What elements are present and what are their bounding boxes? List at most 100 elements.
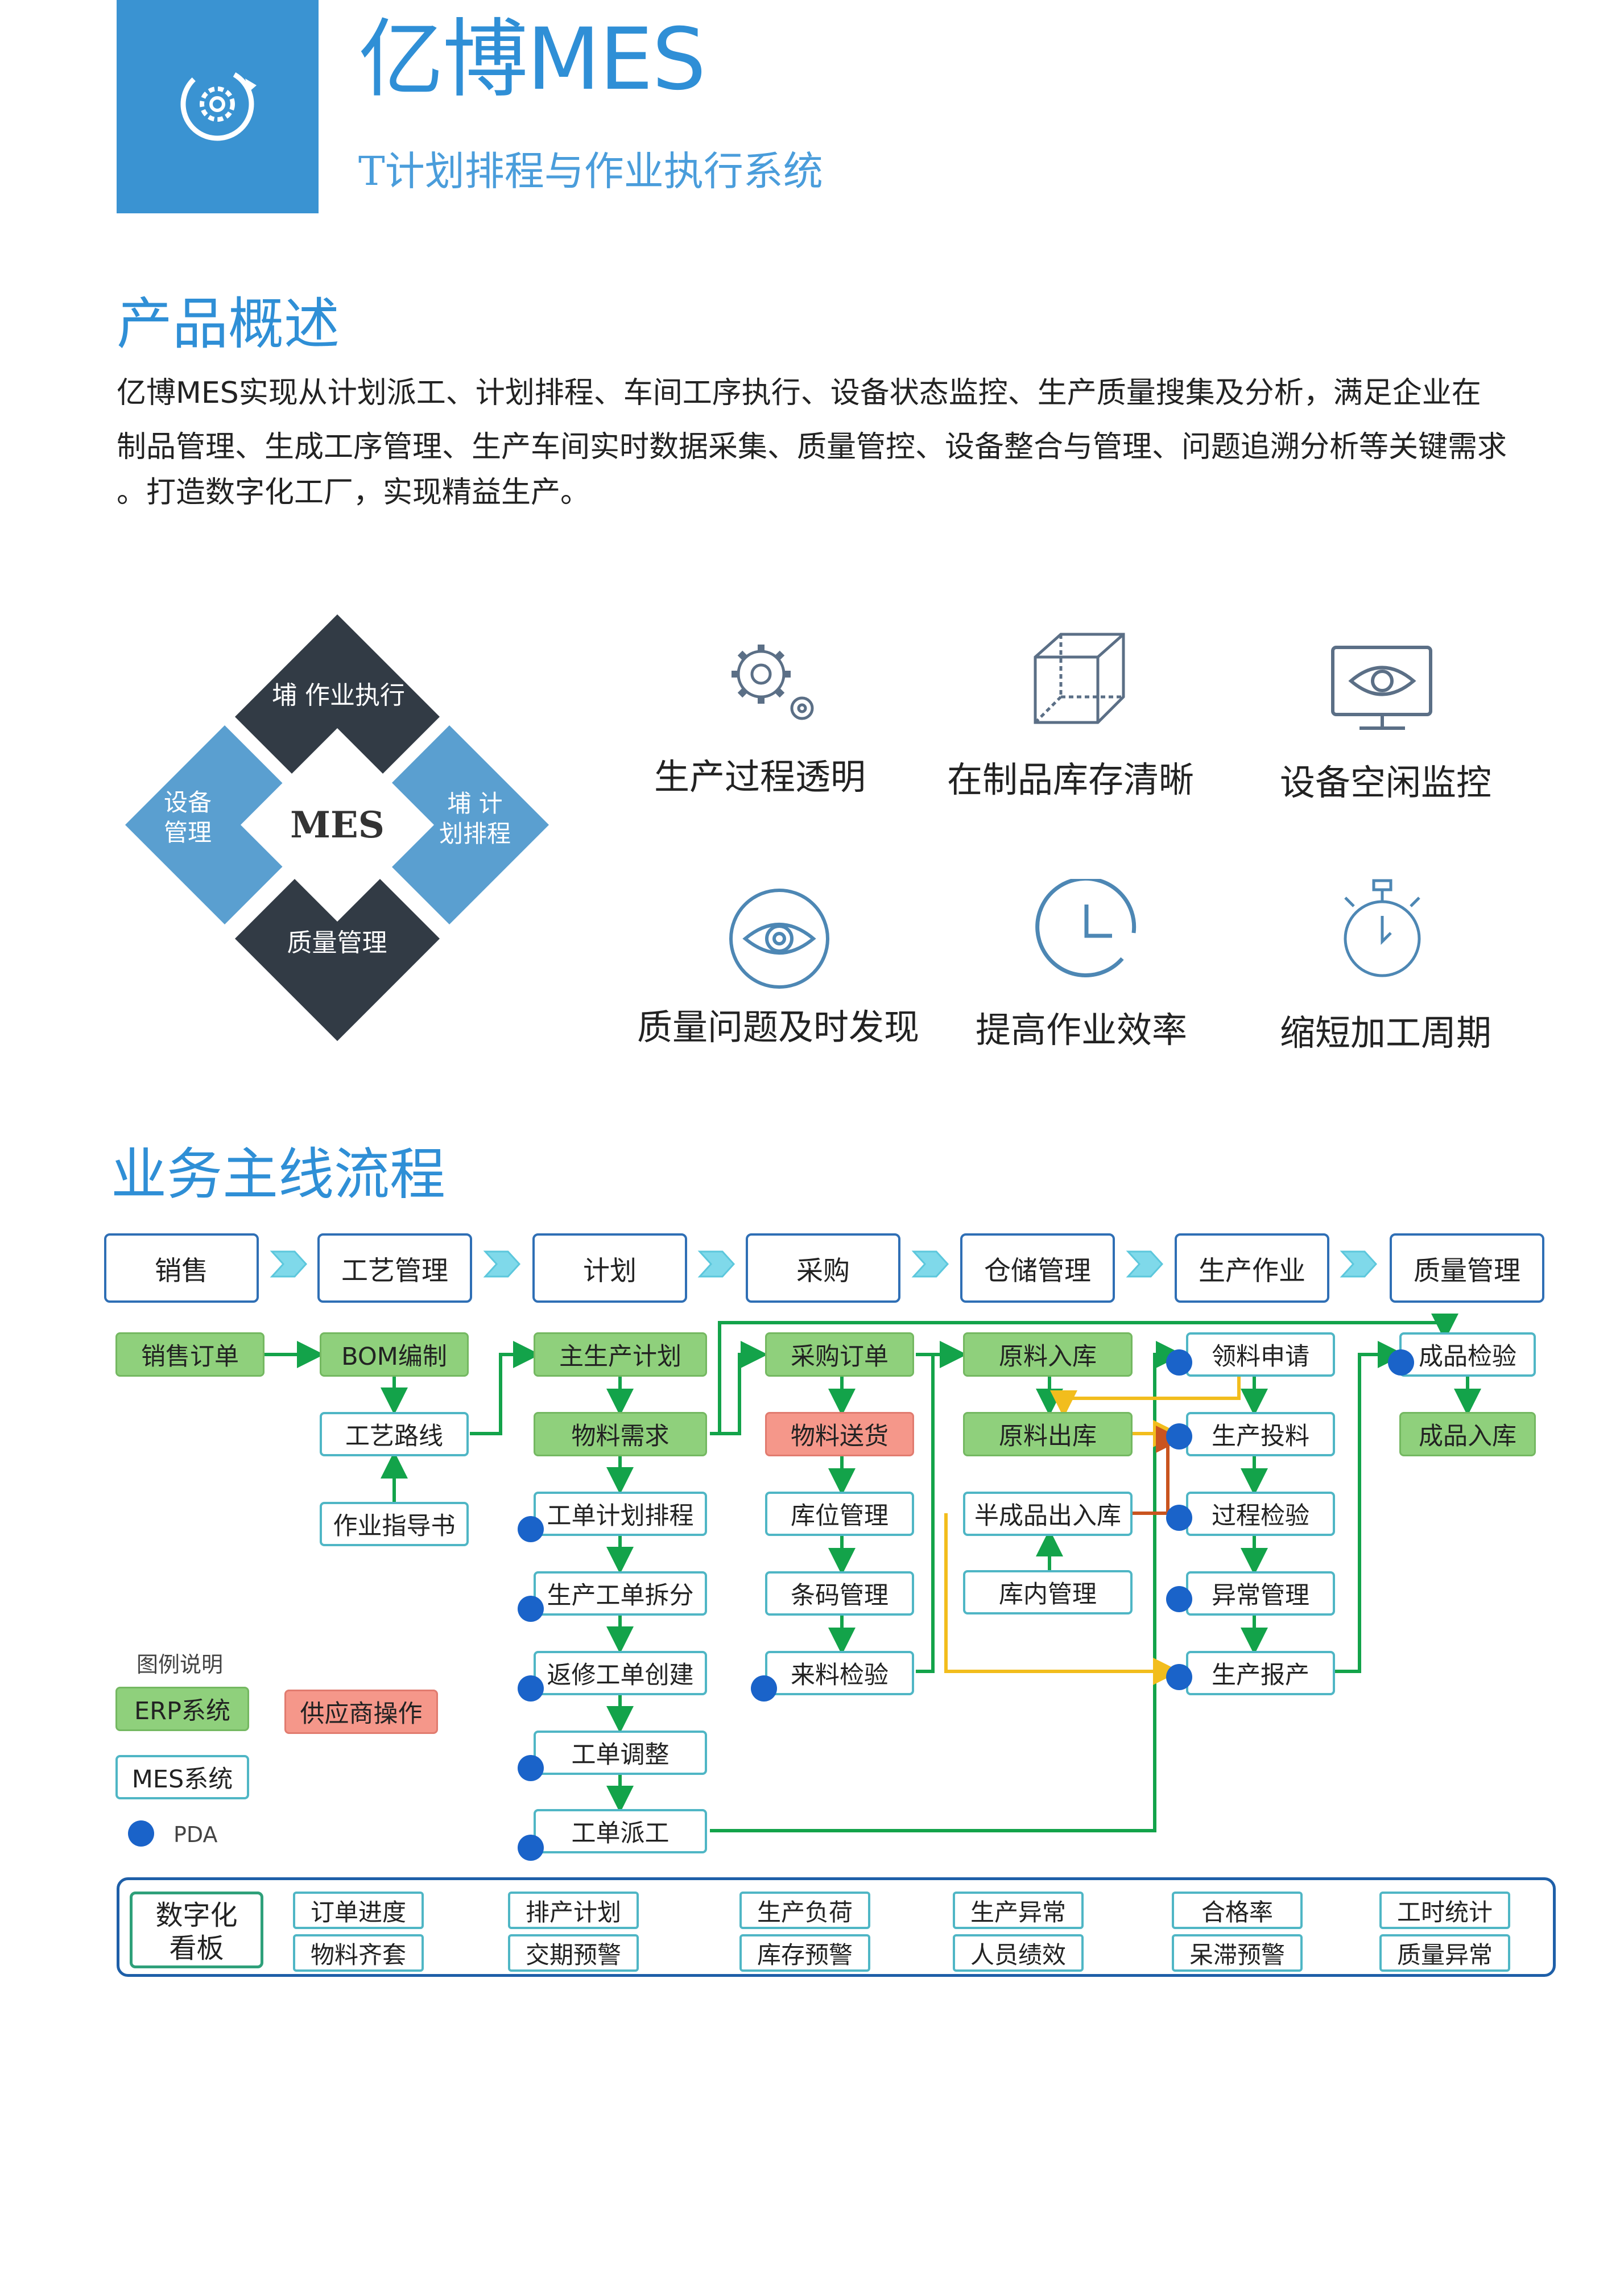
node-sales-order: 销售订单 — [115, 1332, 265, 1377]
node-mps: 主生产计划 — [534, 1332, 707, 1377]
node-wo-dispatch: 工单派工 — [534, 1809, 707, 1853]
pda-marker — [1166, 1664, 1192, 1690]
node-route: 工艺路线 — [320, 1412, 469, 1456]
pda-marker — [1166, 1349, 1192, 1376]
node-feed: 生产投料 — [1186, 1412, 1335, 1456]
clock-icon — [1035, 879, 1137, 977]
kpi-stock-warning: 库存预警 — [739, 1934, 870, 1972]
node-inner: 库内管理 — [963, 1570, 1133, 1614]
diamond-right-label-2: 划排程 — [439, 819, 511, 848]
gears-icon — [732, 645, 814, 720]
dashboard-title: 数字化 看板 — [130, 1892, 263, 1968]
pda-marker — [518, 1835, 544, 1861]
node-instruction: 作业指导书 — [320, 1502, 469, 1546]
overview-title: 产品概述 — [117, 292, 340, 357]
diamond-graphic — [125, 614, 549, 1041]
kpi-pass-rate: 合格率 — [1172, 1892, 1303, 1929]
overview-line-1: 亿博MES实现从计划派工、计划排程、车间工序执行、设备状态监控、生产质量搜集及分… — [117, 376, 1481, 410]
node-po: 采购订单 — [765, 1332, 914, 1377]
node-pick: 领料申请 — [1186, 1332, 1335, 1377]
node-raw-out: 原料出库 — [963, 1412, 1133, 1456]
node-barcode: 条码管理 — [765, 1571, 914, 1616]
node-wo-schedule: 工单计划排程 — [534, 1492, 707, 1536]
feature-label-3: 设备空闲监控 — [1280, 762, 1492, 803]
stage-sales: 销售 — [104, 1233, 259, 1303]
dashboard-title-line-1: 数字化 — [155, 1899, 238, 1931]
gear-cycle-icon — [180, 67, 257, 141]
eye-icon — [729, 889, 829, 989]
kpi-order-progress: 订单进度 — [293, 1892, 424, 1929]
diamond-top-fragment: 埔 — [272, 681, 297, 710]
stopwatch-icon — [1344, 879, 1421, 977]
node-semi: 半成品出入库 — [963, 1492, 1133, 1536]
diamond-right-fragment: 埔 — [447, 790, 472, 817]
node-raw-in: 原料入库 — [963, 1332, 1133, 1377]
node-fg-in: 成品入库 — [1399, 1412, 1536, 1456]
node-abnormal: 异常管理 — [1186, 1571, 1335, 1616]
node-wo-adjust: 工单调整 — [534, 1731, 707, 1775]
diamond-right-label-1: 计 — [478, 790, 503, 817]
diamond-left-label-2: 管理 — [163, 818, 212, 846]
node-process-qc: 过程检验 — [1186, 1492, 1335, 1536]
legend-erp: ERP系统 — [115, 1687, 249, 1731]
mes-diamond: 埔 作业执行 设备 管理 埔 计 划排程 质量管理 MES — [117, 612, 557, 1044]
overview-line-3: 。打造数字化工厂，实现精益生产。 — [117, 476, 590, 510]
stage-production: 生产作业 — [1175, 1233, 1329, 1303]
feature-label-6: 缩短加工周期 — [1280, 1012, 1492, 1054]
kpi-hours: 工时统计 — [1379, 1892, 1510, 1929]
pda-marker — [518, 1755, 544, 1781]
dashboard-title-line-2: 看板 — [169, 1932, 224, 1964]
diamond-top-label: 作业执行 — [305, 681, 405, 710]
app-title: 亿博MES — [358, 10, 706, 109]
app-subtitle: T计划排程与作业执行系统 — [358, 148, 823, 195]
pda-marker — [518, 1675, 544, 1702]
legend-mes: MES系统 — [115, 1755, 249, 1799]
kpi-schedule: 排产计划 — [508, 1892, 639, 1929]
pda-marker — [518, 1596, 544, 1622]
node-incoming: 来料检验 — [765, 1651, 914, 1695]
diamond-left-label-1: 设备 — [163, 788, 212, 816]
pda-marker — [751, 1675, 777, 1702]
stage-warehouse: 仓储管理 — [960, 1233, 1115, 1303]
kpi-idle-warning: 呆滞预警 — [1172, 1934, 1303, 1972]
node-bom: BOM编制 — [320, 1332, 469, 1377]
node-location: 库位管理 — [765, 1492, 914, 1536]
node-material-req: 物料需求 — [534, 1412, 707, 1456]
stage-purchase: 采购 — [746, 1233, 900, 1303]
kpi-load: 生产负荷 — [739, 1892, 870, 1929]
kpi-quality-abnormal: 质量异常 — [1379, 1934, 1510, 1972]
legend-pda: PDA — [173, 1822, 218, 1847]
legend-title: 图例说明 — [137, 1652, 224, 1677]
pda-marker — [1388, 1349, 1414, 1376]
logo-tile — [117, 0, 319, 213]
node-delivery: 物料送货 — [765, 1412, 914, 1456]
pda-marker — [518, 1516, 544, 1542]
pda-marker — [1166, 1423, 1192, 1450]
node-rework: 返修工单创建 — [534, 1651, 707, 1695]
monitor-eye-icon — [1331, 646, 1432, 730]
kpi-material-kit: 物料齐套 — [293, 1934, 424, 1972]
flow-title: 业务主线流程 — [111, 1142, 446, 1207]
stage-plan: 计划 — [532, 1233, 687, 1303]
stage-process: 工艺管理 — [317, 1233, 472, 1303]
legend-supplier: 供应商操作 — [284, 1690, 438, 1734]
pda-marker — [1166, 1505, 1192, 1531]
kpi-production-abnormal: 生产异常 — [953, 1892, 1084, 1929]
feature-label-1: 生产过程透明 — [654, 756, 866, 798]
stage-quality: 质量管理 — [1390, 1233, 1544, 1303]
node-report: 生产报产 — [1186, 1651, 1335, 1695]
overview-line-2: 制品管理、生成工序管理、生产车间实时数据采集、质量管控、设备整合与管理、问题追溯… — [117, 430, 1507, 464]
node-fg-qc: 成品检验 — [1399, 1332, 1536, 1377]
feature-label-4: 质量问题及时发现 — [637, 1006, 920, 1048]
legend-pda-dot — [128, 1820, 154, 1847]
pda-marker — [1166, 1586, 1192, 1612]
diamond-center-label: MES — [290, 804, 385, 846]
kpi-staff-performance: 人员绩效 — [953, 1934, 1084, 1972]
cube-icon — [1034, 633, 1125, 724]
node-wo-split: 生产工单拆分 — [534, 1571, 707, 1616]
diamond-bottom-label: 质量管理 — [287, 928, 387, 957]
kpi-due-warning: 交期预警 — [508, 1934, 639, 1972]
feature-label-5: 提高作业效率 — [976, 1009, 1188, 1051]
dashboard-panel — [117, 1877, 1556, 1977]
